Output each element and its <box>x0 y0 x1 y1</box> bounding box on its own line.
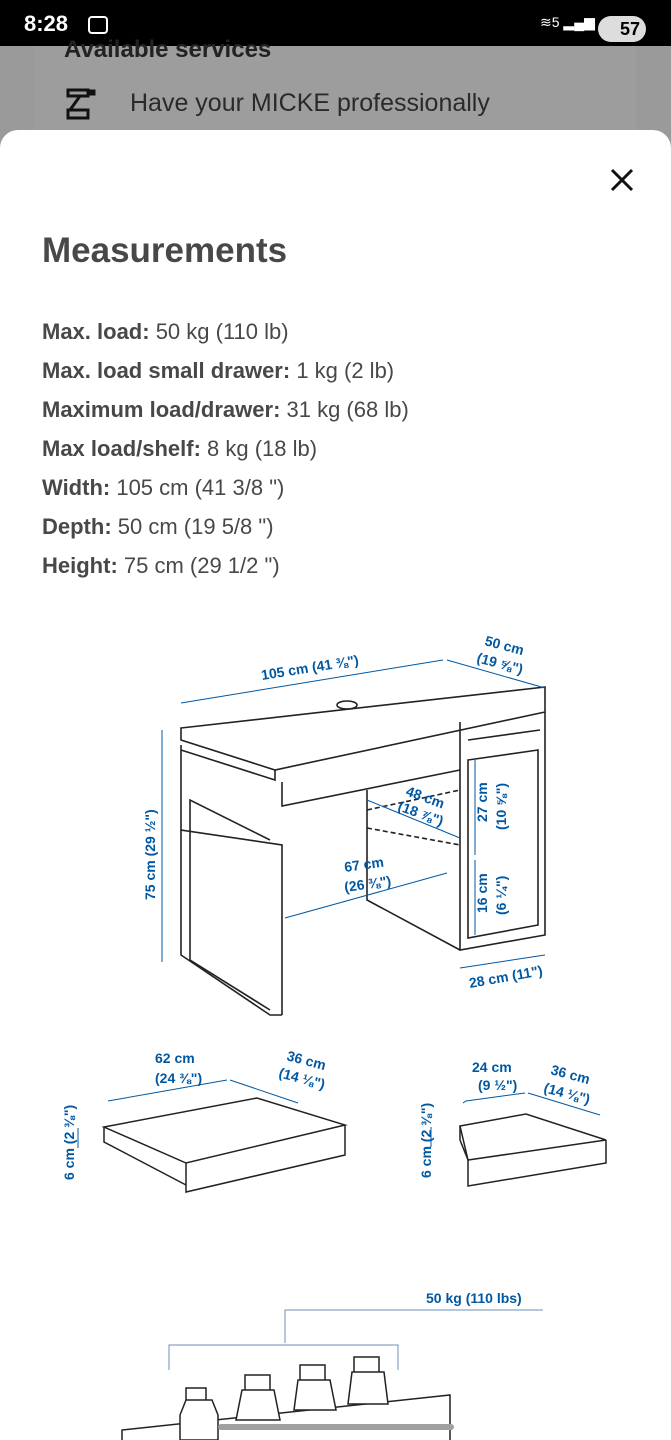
spec-label: Max. load small drawer: <box>42 358 291 383</box>
spec-shelf-load: Max load/shelf: 8 kg (18 lb) <box>42 429 409 468</box>
shelf-height-2-inch-label: (6 ¼") <box>493 876 509 915</box>
home-indicator[interactable] <box>218 1424 454 1430</box>
spec-width: Width: 105 cm (41 3/8 ") <box>42 468 409 507</box>
desk-width-label: 105 cm (41 ⅜") <box>260 652 360 683</box>
battery-indicator: 57 <box>598 16 646 42</box>
specs-list: Max. load: 50 kg (110 lb) Max. load smal… <box>42 312 409 585</box>
spec-drawer-load: Maximum load/drawer: 31 kg (68 lb) <box>42 390 409 429</box>
large-drawer-dimension-lines <box>77 1079 299 1148</box>
small-drawer-width-inch-label: (9 ½") <box>478 1077 517 1093</box>
spec-small-drawer-load: Max. load small drawer: 1 kg (2 lb) <box>42 351 409 390</box>
network-type: 5 <box>551 14 560 30</box>
available-services-heading: Available services <box>64 36 272 63</box>
shelf-height-1-inch-label: (10 ⅝") <box>493 783 509 830</box>
large-drawer-width-inch-label: (24 ⅜") <box>155 1070 202 1086</box>
background-services-card <box>35 46 636 136</box>
spec-height: Height: 75 cm (29 1/2 ") <box>42 546 409 585</box>
large-drawer-width-label: 62 cm <box>155 1050 195 1066</box>
dimension-lines <box>161 659 546 969</box>
spec-label: Max load/shelf: <box>42 436 201 461</box>
small-drawer-dimension-lines <box>430 1092 601 1147</box>
shelf-height-2-label: 16 cm <box>474 873 490 913</box>
inner-width-inch-label: (26 ⅜") <box>343 873 392 895</box>
spec-value: 31 kg (68 lb) <box>280 397 409 422</box>
small-drawer-height-label: 6 cm (2 ⅜") <box>418 1103 434 1178</box>
spec-label: Maximum load/drawer: <box>42 397 281 422</box>
drill-icon <box>66 88 96 120</box>
spec-max-load: Max. load: 50 kg (110 lb) <box>42 312 409 351</box>
shelf-height-1-label: 27 cm <box>474 782 490 822</box>
load-bracket-lines <box>168 1309 543 1370</box>
page-title: Measurements <box>42 231 288 270</box>
assembly-service-text: Have your MICKE professionally <box>130 89 490 117</box>
spec-value: 8 kg (18 lb) <box>200 436 318 461</box>
load-capacity-label: 50 kg (110 lbs) <box>426 1290 522 1306</box>
spec-label: Width: <box>42 475 111 500</box>
clock: 8:28 <box>24 11 69 36</box>
small-drawer-width-label: 24 cm <box>472 1059 512 1075</box>
large-drawer-height-label: 6 cm (2 ⅜") <box>61 1105 77 1180</box>
spec-depth: Depth: 50 cm (19 5/8 ") <box>42 507 409 546</box>
measurements-sheet <box>0 130 671 1440</box>
spec-label: Height: <box>42 553 118 578</box>
spec-value: 1 kg (2 lb) <box>290 358 395 383</box>
spec-value: 75 cm (29 1/2 ") <box>117 553 280 578</box>
desk-diagram <box>180 686 546 1016</box>
spec-value: 50 cm (19 5/8 ") <box>111 514 274 539</box>
spec-value: 50 kg (110 lb) <box>149 319 289 344</box>
inner-width-label: 67 cm <box>343 854 385 875</box>
screenshot-icon <box>88 16 108 34</box>
desk-height-label: 75 cm (29 ½") <box>142 809 158 900</box>
spec-label: Max. load: <box>42 319 150 344</box>
large-drawer-diagram <box>101 1097 348 1193</box>
wifi-signal-icon: ≋5 ▂▄▆ <box>540 14 595 30</box>
status-bar: 8:28 ≋5 ▂▄▆ 57 <box>0 0 671 46</box>
close-icon[interactable] <box>606 164 638 196</box>
small-drawer-diagram <box>459 1113 607 1187</box>
spec-value: 105 cm (41 3/8 ") <box>110 475 285 500</box>
spec-label: Depth: <box>42 514 112 539</box>
cabinet-width-label: 28 cm (11") <box>468 962 544 991</box>
